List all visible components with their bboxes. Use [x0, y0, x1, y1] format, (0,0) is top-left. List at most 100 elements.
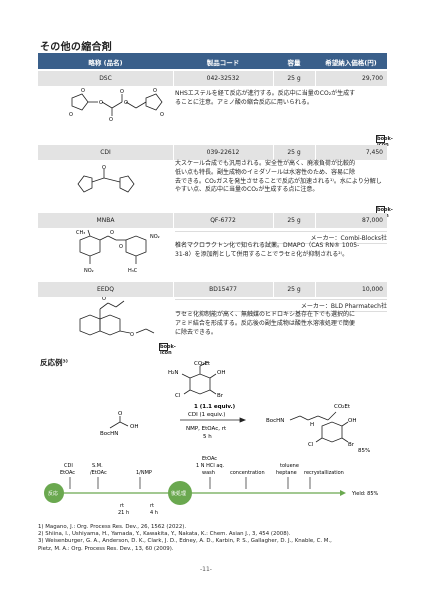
reagent-1: 1 (1.1 equiv.) — [194, 404, 236, 410]
book-icon: book-icon — [376, 135, 393, 148]
mnba-structure: CH₃ NO₂ NO₂ H₃C O O — [76, 229, 160, 274]
svg-text:1/NMP: 1/NMP — [136, 470, 152, 476]
svg-text:O: O — [109, 117, 113, 123]
process-flow: CDI EtOAc S.M. /EtOAc 1/NMP EtOAc 1 N HC… — [44, 456, 379, 516]
struct-label-oh: OH — [217, 370, 225, 376]
product-row-cdi: CDI 039-22612 25 g 7,450 — [38, 145, 387, 160]
svg-text:NO₂: NO₂ — [84, 268, 94, 274]
svg-text:O: O — [69, 112, 73, 118]
reaction-yield: 85% — [358, 448, 370, 454]
svg-text:toluene: toluene — [280, 463, 299, 469]
svg-text:21 h: 21 h — [118, 510, 129, 516]
svg-text:O: O — [110, 230, 114, 236]
product-row-mnba: MNBA QF-6772 25 g 87,000 — [38, 213, 387, 228]
product-code: QF-6772 — [210, 217, 236, 224]
svg-text:S.M.: S.M. — [92, 463, 103, 469]
product-row-eedq: EEDQ BD15477 25 g 10,000 — [38, 282, 387, 297]
svg-text:H₃C: H₃C — [128, 268, 138, 274]
product-code: 042-32532 — [206, 75, 240, 82]
flow-middle: 後処理 — [171, 490, 186, 497]
struct-label-o: O — [118, 411, 123, 417]
svg-text:NO₂: NO₂ — [150, 234, 160, 240]
product-maker-eedq: メーカー：BLD Pharmatech社 — [175, 299, 387, 312]
svg-text:EtOAc: EtOAc — [202, 456, 217, 462]
svg-text:O: O — [99, 100, 103, 106]
product-size: 25 g — [287, 286, 301, 293]
product-description-cdi: 大スケール合成でも汎用される。安全性が高く、廃液負荷が比較的 低い点も特長。副生… — [175, 160, 382, 194]
struct-label-br-product: Br — [348, 442, 355, 448]
product-price: 87,000 — [362, 217, 383, 224]
product-name: DSC — [99, 75, 112, 82]
reaction-section-title: 反応例³⁾ — [40, 358, 68, 367]
product-size: 25 g — [287, 217, 301, 224]
svg-text:wash: wash — [202, 470, 215, 476]
reference-3-cont: Pietz, M. A.: Org. Process Res. Dev., 13… — [38, 545, 174, 552]
flow-start: 反応 — [48, 490, 58, 497]
product-name: EEDQ — [97, 286, 114, 293]
product-name: MNBA — [96, 217, 115, 224]
svg-text:/EtOAc: /EtOAc — [90, 470, 107, 476]
svg-text:rt: rt — [120, 503, 124, 509]
svg-text:CH₃: CH₃ — [76, 230, 85, 236]
product-description-mnba: 椎名マクロラクトン化で知られる試薬。DMAPO（CAS RN® 1005- 31… — [175, 242, 360, 258]
svg-text:heptane: heptane — [276, 470, 297, 476]
product-code: BD15477 — [209, 286, 237, 293]
product-code: 039-22612 — [206, 149, 240, 156]
condition-1: NMP, EtOAc, rt — [186, 426, 227, 432]
product-description-eedq: ラセミ化抑制能が高く、無触媒のヒドロキシ基存在下でも選択的に アミド結合を形成す… — [175, 311, 356, 336]
struct-label-co2et-product: CO₂Et — [334, 404, 351, 410]
page-title: その他の縮合剤 — [40, 42, 113, 53]
struct-label-cl: Cl — [175, 393, 181, 399]
svg-text:4 h: 4 h — [150, 510, 158, 516]
eedq-structure: OO — [79, 297, 155, 338]
struct-label-h2n: H₂N — [168, 370, 178, 376]
product-description-dsc: NHSエステルを経て反応が進行する。反応中に当量のCO₂が生成す ることに注意。… — [175, 90, 356, 106]
svg-text:EtOAc: EtOAc — [60, 470, 75, 476]
svg-text:O: O — [81, 88, 85, 94]
col-name: 略称 (品名) — [88, 59, 123, 67]
struct-label-co2et: CO₂Et — [194, 361, 211, 367]
product-price: 7,450 — [365, 149, 383, 156]
svg-text:O: O — [102, 297, 106, 302]
svg-text:CDI: CDI — [64, 463, 73, 469]
reference-2: 2) Shiina, I., Ushiyama, H., Yamada, Y.,… — [38, 531, 291, 538]
cdi-structure: O — [77, 165, 135, 193]
reference-1: 1) Magano, J.: Org. Process Res. Dev., 2… — [38, 524, 187, 530]
product-maker-mnba: メーカー：Combi-Blocks社 — [175, 231, 387, 244]
svg-text:O: O — [119, 244, 123, 250]
references: 1) Magano, J.: Org. Process Res. Dev., 2… — [38, 524, 387, 553]
svg-text:O: O — [120, 89, 124, 95]
reaction-scheme: CO₂Et H₂N OH Cl Br 1 (1.1 equiv.) CDI (1… — [100, 361, 370, 454]
svg-text:concentration: concentration — [230, 470, 265, 476]
product-size: 25 g — [287, 75, 301, 82]
svg-text:O: O — [153, 88, 157, 94]
svg-text:1 N HCl aq.: 1 N HCl aq. — [196, 463, 225, 469]
table-header: 略称 (品名) 製品コード 容量 希望納入価格(円) — [38, 53, 387, 69]
reactant-label: BocHN — [100, 431, 118, 437]
svg-text:O: O — [102, 165, 106, 171]
svg-text:rt: rt — [150, 503, 154, 509]
col-price: 希望納入価格(円) — [325, 59, 377, 67]
svg-text:O: O — [130, 332, 134, 338]
page-number: -11- — [200, 566, 212, 573]
book-icon: book-icon — [159, 343, 176, 356]
struct-label-oh-product: OH — [348, 418, 356, 424]
product-price: 10,000 — [362, 286, 383, 293]
svg-text:O: O — [124, 100, 128, 106]
struct-label-h: H — [310, 422, 314, 428]
struct-label-oh-acid: OH — [130, 424, 138, 430]
flow-yield: Yield: 85% — [351, 491, 379, 497]
product-name: CDI — [100, 149, 111, 156]
struct-label-cl-product: Cl — [308, 442, 314, 448]
col-code: 製品コード — [206, 59, 240, 67]
col-size: 容量 — [287, 59, 301, 67]
product-label: BocHN — [266, 418, 284, 424]
product-price: 29,700 — [362, 75, 383, 82]
struct-label-br: Br — [217, 393, 224, 399]
svg-text:O: O — [160, 112, 164, 118]
product-row-dsc: DSC 042-32532 25 g 29,700 — [38, 71, 387, 86]
reagent-2: CDI (1 equiv.) — [188, 412, 225, 418]
condition-2: 5 h — [203, 434, 212, 440]
svg-text:recrystallization: recrystallization — [304, 470, 344, 476]
